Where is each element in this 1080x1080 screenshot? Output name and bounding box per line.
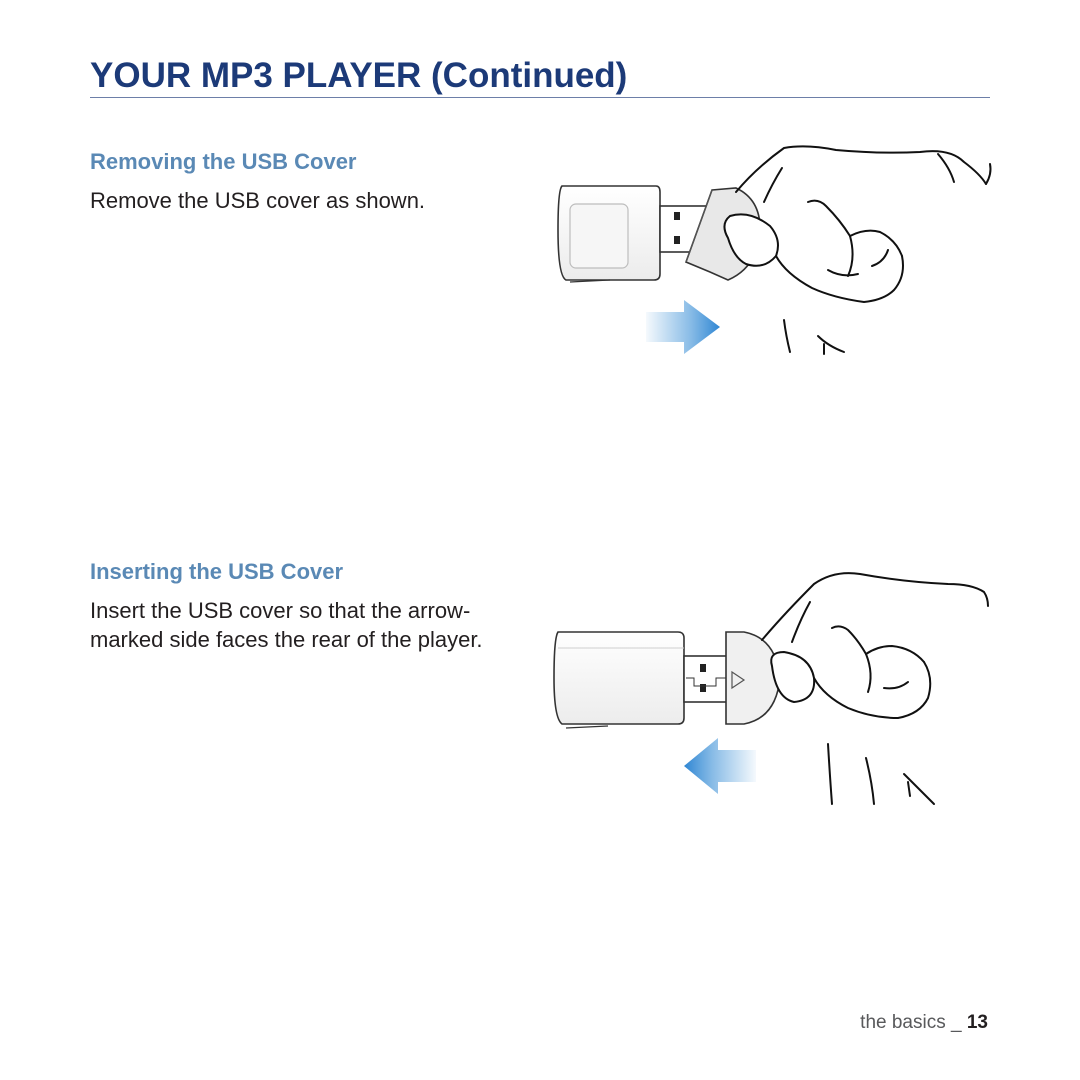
usb-connector: [683, 655, 729, 703]
title-divider: [90, 97, 990, 98]
hand-outline: [723, 145, 992, 355]
page-footer: the basics _ 13: [860, 1012, 988, 1034]
mp3-player-body: [553, 631, 685, 729]
section-text-inserting: Insert the USB cover so that the arrow-m…: [90, 598, 483, 652]
section-text-removing: Remove the USB cover as shown.: [90, 188, 426, 213]
page-number: 13: [966, 1012, 988, 1033]
section-heading-removing: Removing the USB Cover: [90, 149, 357, 174]
cover-arrow-mark-icon: [731, 670, 746, 690]
push-direction-arrow-icon: [684, 738, 756, 794]
insert-usb-cover-illustration: [553, 572, 989, 805]
section-heading-inserting: Inserting the USB Cover: [90, 559, 344, 584]
footer-section-label: the basics _: [860, 1012, 962, 1033]
page-title: YOUR MP3 PLAYER (Continued): [90, 56, 628, 95]
remove-usb-cover-illustration: [557, 145, 992, 355]
mp3-player-body: [557, 185, 661, 283]
hand-outline: [761, 572, 989, 805]
pull-direction-arrow-icon: [646, 300, 720, 354]
usb-cover: [725, 631, 781, 725]
